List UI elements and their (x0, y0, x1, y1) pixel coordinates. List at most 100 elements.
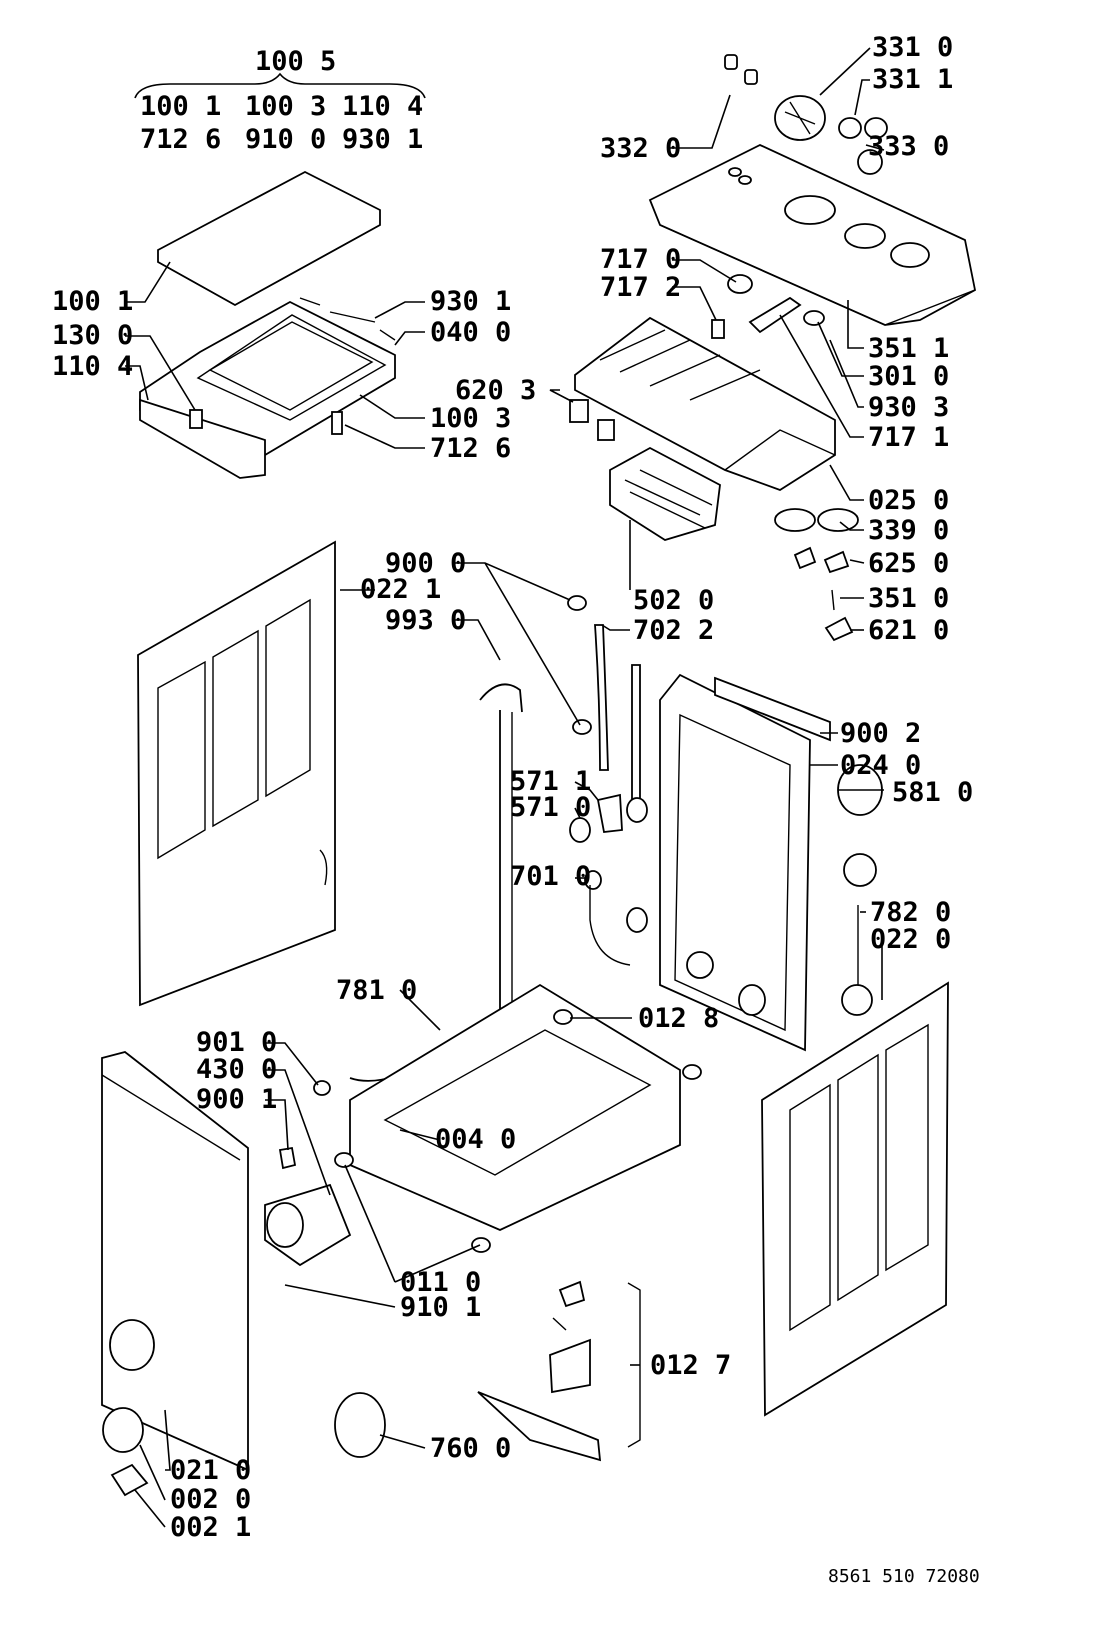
filter-cup (549, 1338, 591, 1394)
clamp-part (572, 719, 592, 735)
label-024-0: 024 0 (840, 750, 921, 781)
assembly-item: 712 6 (140, 124, 221, 155)
label-333-0: 333 0 (868, 131, 949, 162)
assembly-item: 930 1 (342, 124, 423, 155)
label-002-0: 002 0 (170, 1484, 251, 1515)
foot (334, 1152, 354, 1168)
right-side-panel (761, 981, 949, 1417)
panel-embossing (265, 598, 311, 798)
rear-port (738, 984, 766, 1016)
cover-clip (110, 1463, 149, 1497)
label-581-0: 581 0 (892, 777, 973, 808)
label-781-0: 781 0 (336, 975, 417, 1006)
spring-part (803, 310, 825, 326)
hose-assembly (349, 595, 648, 1082)
button-cap (724, 54, 738, 70)
console-hole (844, 223, 886, 249)
service-cover (102, 1407, 144, 1453)
clamp-part (567, 595, 587, 611)
rod-end (626, 907, 648, 933)
knob-cap (857, 149, 883, 175)
label-021-0: 021 0 (170, 1455, 251, 1486)
console-hole (784, 195, 836, 225)
rear-panel-assembly (659, 673, 883, 1052)
small-knob (838, 117, 862, 139)
label-351-0: 351 0 (868, 583, 949, 614)
connector-block (597, 419, 615, 441)
pressure-switch (596, 793, 623, 833)
label-620-3: 620 3 (455, 375, 536, 406)
pump-housing (266, 1202, 304, 1248)
cam-disc (774, 508, 816, 532)
foot (682, 1064, 702, 1080)
label-430-0: 430 0 (196, 1054, 277, 1085)
small-knob (864, 117, 888, 139)
clip-part (711, 319, 725, 339)
label-571-0: 571 0 (510, 792, 591, 823)
label-002-1: 002 1 (170, 1512, 251, 1543)
lid-panel (157, 170, 381, 307)
button-cap (744, 69, 758, 85)
label-004-0: 004 0 (435, 1124, 516, 1155)
bracket-part (748, 296, 802, 334)
label-339-0: 339 0 (868, 515, 949, 546)
hose-clip (584, 870, 602, 890)
console-hole (890, 242, 930, 268)
label-040-0: 040 0 (430, 317, 511, 348)
label-331-1: 331 1 (872, 64, 953, 95)
rear-port (686, 951, 714, 979)
label-022-0: 022 0 (870, 924, 951, 955)
label-301-0: 301 0 (868, 361, 949, 392)
holder-part (793, 546, 817, 570)
top-rail (714, 676, 831, 742)
front-trim (139, 398, 266, 479)
base-frame-inner (383, 1029, 652, 1176)
label-717-1: 717 1 (868, 422, 949, 453)
label-331-0: 331 0 (872, 32, 953, 63)
electronic-module-grid (624, 469, 713, 529)
lid-panel-edge (157, 224, 381, 306)
motor-end (843, 853, 877, 887)
assembly-item: 110 4 (342, 91, 423, 122)
holder-part (823, 550, 850, 574)
document-number: 8561 510 72080 (828, 1566, 980, 1587)
label-625-0: 625 0 (868, 548, 949, 579)
label-025-0: 025 0 (868, 485, 949, 516)
console-panel-edge (659, 224, 976, 326)
base-frame-assembly (313, 983, 702, 1253)
console-panel (648, 144, 977, 326)
label-701-0: 701 0 (510, 861, 591, 892)
pump-assembly (264, 1146, 641, 1462)
detergent-dispenser (574, 316, 836, 491)
fill-tube (594, 624, 609, 771)
assembly-label: 100 5 (255, 46, 336, 77)
panel-embossing (157, 660, 206, 860)
label-332-0: 332 0 (600, 133, 681, 164)
cam-disc (817, 508, 859, 532)
assembly-brace (134, 72, 426, 99)
label-110-4: 110 4 (52, 351, 133, 382)
label-100-1: 100 1 (52, 286, 133, 317)
connector-block (569, 399, 589, 423)
hose-bend (479, 683, 523, 713)
assembly-item: 910 0 (245, 124, 326, 155)
panel-embossing (837, 1053, 879, 1302)
panel-embossing (212, 629, 259, 828)
label-930-3: 930 3 (868, 392, 949, 423)
assembly-header: 100 5 100 1 100 3 110 4 712 6 910 0 930 … (134, 46, 426, 155)
main-knob-grip (784, 101, 816, 135)
top-lid-assembly (139, 170, 396, 479)
leader-lines (125, 47, 885, 1528)
label-702-2: 702 2 (633, 615, 714, 646)
seal-part (278, 1146, 297, 1170)
label-621-0: 621 0 (868, 615, 949, 646)
part-labels: 331 0 331 1 332 0 333 0 717 0 717 2 351 … (52, 32, 973, 1543)
fixing-rods (299, 297, 396, 341)
side-panel-right (761, 981, 949, 1417)
rod-part (631, 664, 641, 801)
label-012-8: 012 8 (638, 1003, 719, 1034)
label-910-1: 910 1 (400, 1292, 481, 1323)
label-130-0: 130 0 (52, 320, 133, 351)
dispenser-compartment (724, 429, 836, 471)
electronic-module (609, 446, 721, 541)
